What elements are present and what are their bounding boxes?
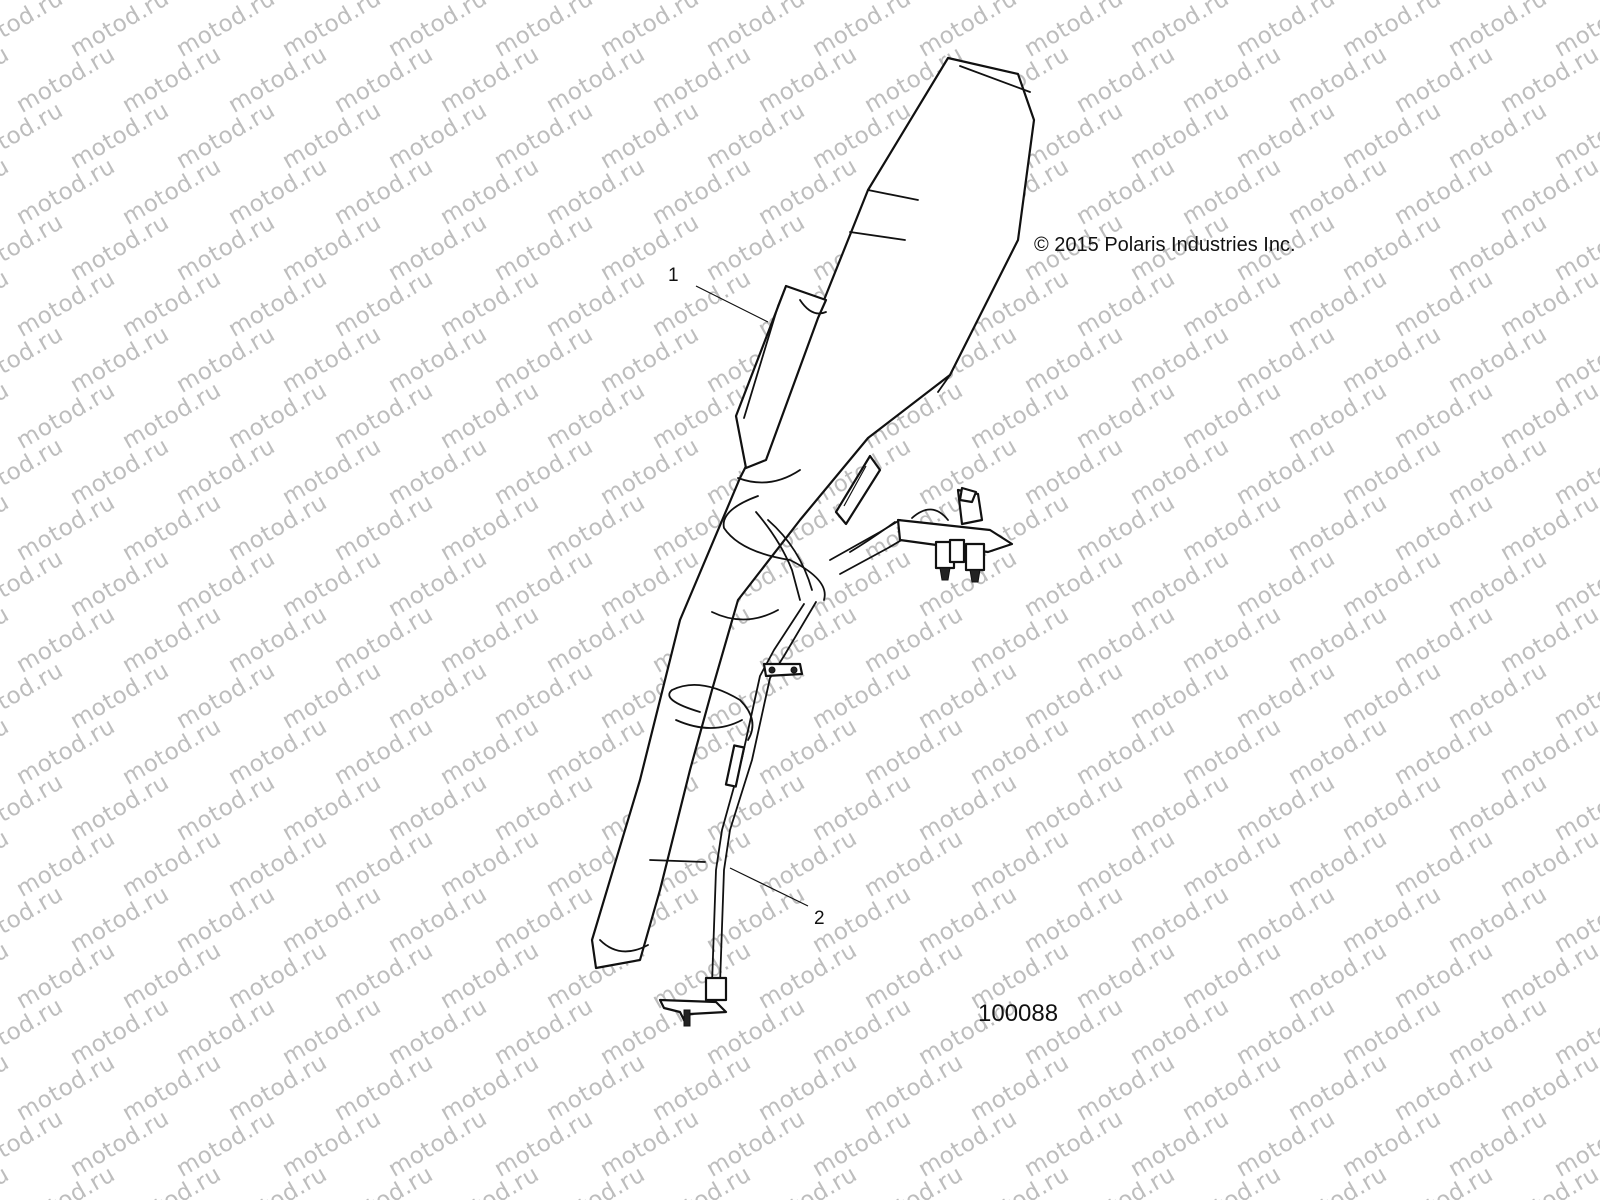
copyright-notice: © 2015 Polaris Industries Inc.: [1034, 234, 1296, 256]
leader-line-2: [729, 867, 809, 907]
part-1-trim-panel: [590, 56, 1036, 970]
callout-label-2: 2: [814, 908, 825, 929]
leader-line-1: [695, 285, 769, 323]
diagram-number: 100088: [978, 1000, 1059, 1027]
callout-label-1: 1: [668, 265, 679, 286]
part-2-harness: [658, 486, 1014, 1027]
